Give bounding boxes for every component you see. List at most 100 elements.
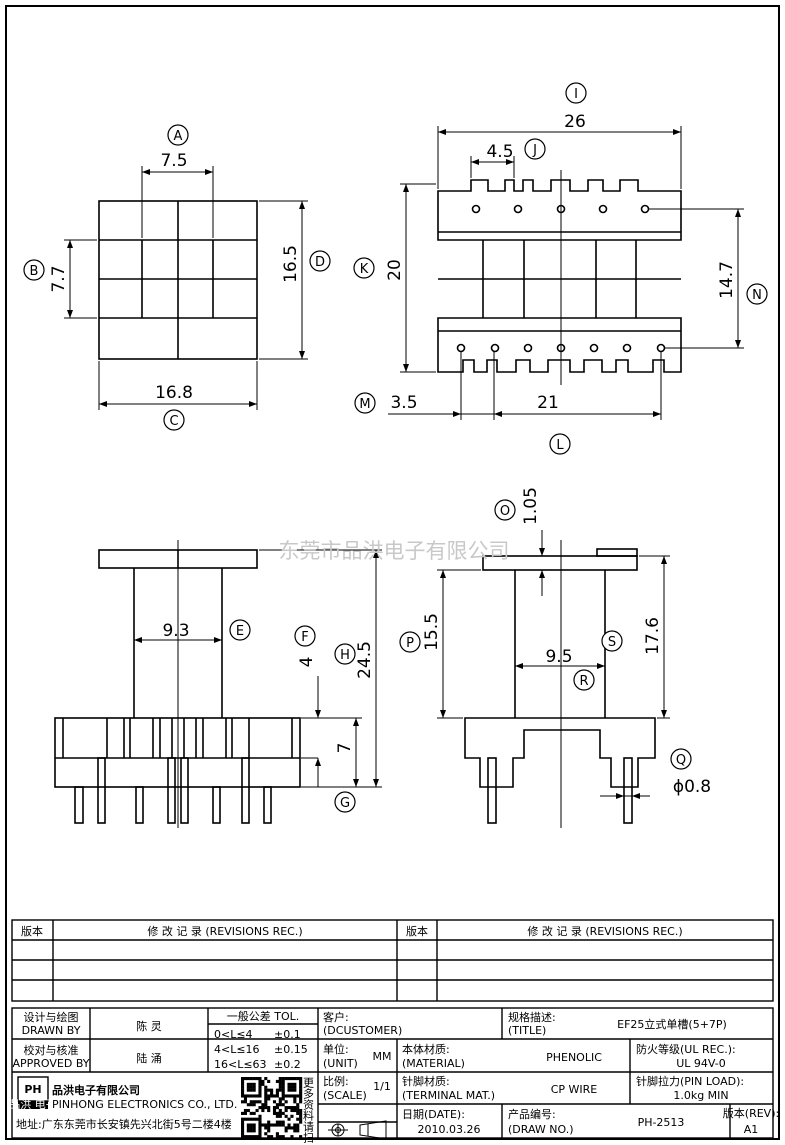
terminal-label-cn: 针脚材质: bbox=[402, 1074, 450, 1088]
qr-code-icon bbox=[241, 1077, 303, 1139]
material-label-en: (MATERIAL) bbox=[402, 1057, 465, 1070]
pinload-label: 针脚拉力(PIN LOAD): bbox=[636, 1074, 744, 1088]
title-value: EF25立式单槽(5+7P) bbox=[617, 1017, 727, 1031]
tolerance-value-3: ±0.2 bbox=[274, 1058, 301, 1071]
dim-7-value: 7 bbox=[335, 743, 355, 754]
scale-label-cn: 比例: bbox=[323, 1074, 349, 1088]
label-s: S bbox=[608, 635, 616, 650]
customer-label-cn: 客户: bbox=[323, 1010, 349, 1024]
rev-record-header-right: 修 改 记 录 (REVISIONS REC.) bbox=[527, 924, 682, 938]
tolerance-value-2: ±0.15 bbox=[274, 1043, 308, 1056]
dim-a-value: 7.5 bbox=[160, 151, 187, 171]
date-label: 日期(DATE): bbox=[402, 1108, 465, 1121]
tolerance-range-1: 0<L≤4 bbox=[214, 1028, 253, 1041]
label-o: O bbox=[500, 504, 510, 519]
material-value: PHENOLIC bbox=[546, 1051, 602, 1064]
dim-f-value: 4 bbox=[297, 657, 317, 668]
company-name: 品洪电子有限公司 bbox=[52, 1083, 140, 1097]
label-l: L bbox=[556, 438, 564, 453]
dim-m-value: 3.5 bbox=[390, 393, 417, 413]
dim-b-value: 7.7 bbox=[49, 265, 69, 292]
dim-21-value: 21 bbox=[537, 393, 559, 413]
label-p: P bbox=[406, 636, 414, 651]
dim-n-value: 14.7 bbox=[717, 261, 737, 299]
label-j: J bbox=[532, 143, 537, 158]
qr-side-text: 更多资料请扫 bbox=[302, 1077, 315, 1143]
label-n: N bbox=[752, 288, 762, 303]
company-logo: PH 品洪 电子 bbox=[9, 1076, 57, 1111]
label-c: C bbox=[169, 414, 178, 429]
label-a: A bbox=[174, 129, 183, 144]
dim-e-value: 9.3 bbox=[162, 621, 189, 641]
label-m: M bbox=[359, 397, 370, 412]
rev-value: A1 bbox=[744, 1123, 759, 1136]
section-view bbox=[464, 548, 656, 824]
ul-value: UL 94V-0 bbox=[676, 1057, 726, 1070]
dim-p-value: 15.5 bbox=[422, 613, 442, 651]
dim-j-value: 4.5 bbox=[486, 142, 513, 162]
dim-h-value: 24.5 bbox=[355, 641, 375, 679]
terminal-label-en: (TERMINAL MAT.) bbox=[402, 1089, 495, 1102]
label-f: F bbox=[301, 630, 308, 645]
checker-label-en: APPROVED BY bbox=[12, 1057, 89, 1070]
label-g: G bbox=[340, 796, 350, 811]
watermark-text: 东莞市品洪电子有限公司 bbox=[279, 539, 510, 563]
pinload-value: 1.0kg MIN bbox=[673, 1089, 728, 1102]
customer-label-en: (DCUSTOMER) bbox=[323, 1024, 402, 1037]
company-logo-mark: PH bbox=[24, 1083, 41, 1096]
top-view bbox=[98, 200, 258, 360]
designer-label-cn: 设计与绘图 bbox=[24, 1010, 79, 1024]
rev-version-header-right: 版本 bbox=[406, 924, 428, 938]
label-e: E bbox=[236, 624, 244, 639]
title-label-en: (TITLE) bbox=[508, 1024, 546, 1037]
rev-label: 版本(REV): bbox=[723, 1106, 779, 1120]
drawno-label-cn: 产品编号: bbox=[508, 1107, 556, 1121]
tolerance-title: 一般公差 TOL. bbox=[227, 1009, 300, 1023]
label-q: Q bbox=[676, 753, 686, 768]
tolerance-range-2: 4<L≤16 bbox=[214, 1043, 260, 1056]
checker-name: 陆 涌 bbox=[136, 1051, 162, 1065]
dim-k-value: 20 bbox=[385, 259, 405, 281]
company-address: 地址:广东东莞市长安镇先兴北街5号二楼4楼 bbox=[16, 1117, 232, 1131]
projection-symbol-icon bbox=[328, 1120, 387, 1140]
rev-version-header-left: 版本 bbox=[21, 924, 43, 938]
label-i: I bbox=[574, 87, 578, 102]
drawno-label-en: (DRAW NO.) bbox=[508, 1123, 573, 1136]
tolerance-range-3: 16<L≤63 bbox=[214, 1058, 267, 1071]
designer-name: 陈 灵 bbox=[136, 1019, 162, 1033]
revisions-table: 版本 修 改 记 录 (REVISIONS REC.) 版本 修 改 记 录 (… bbox=[11, 919, 774, 1002]
tolerance-value-1: ±0.1 bbox=[274, 1028, 301, 1041]
scale-value: 1/1 bbox=[373, 1080, 391, 1093]
company-logo-sub: 品洪 电子 bbox=[9, 1097, 57, 1111]
circled-labels bbox=[23, 82, 768, 813]
company-name-en: PINHONG ELECTRONICS CO., LTD. bbox=[52, 1098, 237, 1111]
rev-record-header-left: 修 改 记 录 (REVISIONS REC.) bbox=[147, 924, 302, 938]
label-b: B bbox=[30, 264, 39, 279]
date-value: 2010.03.26 bbox=[418, 1123, 481, 1136]
label-h: H bbox=[340, 648, 350, 663]
checker-label-cn: 校对与核准 bbox=[24, 1043, 79, 1057]
unit-label-cn: 单位: bbox=[323, 1042, 349, 1056]
label-r: R bbox=[579, 674, 588, 689]
dim-o-value: 1.05 bbox=[521, 487, 541, 525]
title-block: 设计与绘图 DRAWN BY 陈 灵 校对与核准 APPROVED BY 陆 涌… bbox=[9, 1007, 779, 1143]
label-k: K bbox=[360, 262, 369, 277]
dim-d-value: 16.5 bbox=[281, 245, 301, 283]
terminal-value: CP WIRE bbox=[551, 1083, 598, 1096]
front-view bbox=[437, 179, 682, 373]
drawno-value: PH-2513 bbox=[638, 1116, 685, 1129]
dim-i-value: 26 bbox=[564, 112, 586, 132]
drawing-frame bbox=[5, 5, 780, 1140]
dim-c-value: 16.8 bbox=[155, 383, 193, 403]
label-d: D bbox=[315, 255, 325, 270]
material-label-cn: 本体材质: bbox=[402, 1042, 450, 1056]
dim-s-value: 17.6 bbox=[643, 617, 663, 655]
unit-value: MM bbox=[373, 1050, 392, 1063]
designer-label-en: DRAWN BY bbox=[22, 1024, 81, 1037]
title-label-cn: 规格描述: bbox=[508, 1010, 556, 1024]
scale-label-en: (SCALE) bbox=[323, 1089, 367, 1102]
dim-q-value: ϕ0.8 bbox=[673, 777, 711, 797]
ul-label: 防火等级(UL REC.): bbox=[636, 1042, 736, 1056]
dim-r-value: 9.5 bbox=[545, 647, 572, 667]
